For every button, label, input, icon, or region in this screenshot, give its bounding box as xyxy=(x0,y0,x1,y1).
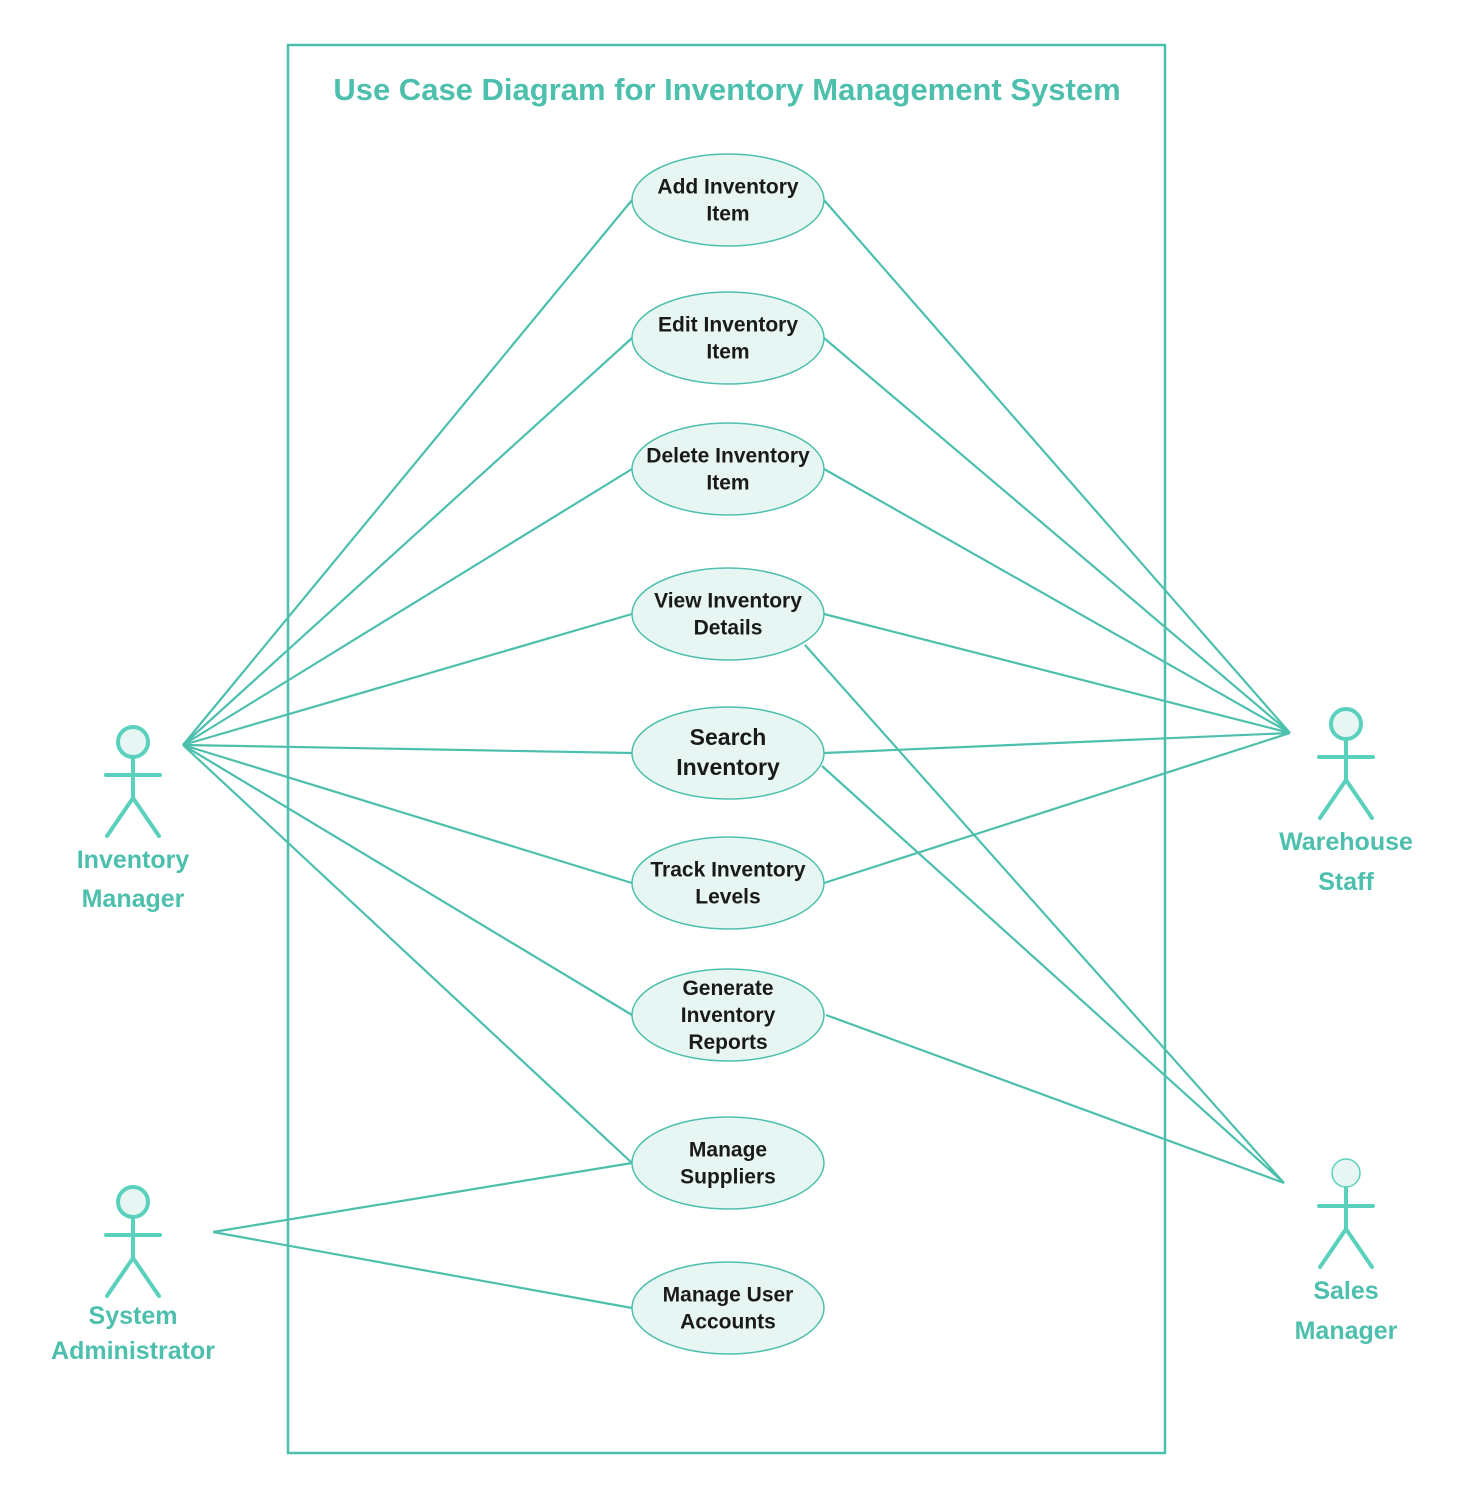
actor-label: Manager xyxy=(82,885,185,913)
use-case-label: Generate xyxy=(682,977,773,1000)
stick-figure-icon xyxy=(104,1185,162,1298)
use-case-label: Inventory xyxy=(681,1004,776,1027)
actor-label: Inventory xyxy=(77,846,190,874)
use-case-ellipse xyxy=(631,706,825,800)
use-case-ellipse xyxy=(631,153,825,247)
actor-label: Sales xyxy=(1313,1277,1378,1305)
association-lines xyxy=(182,199,1291,1310)
association-sa-users xyxy=(212,1230,633,1310)
stick-figure-icon xyxy=(104,725,162,838)
system-boundary xyxy=(286,43,1167,1455)
use-case-ellipse xyxy=(631,1261,825,1355)
use-case-label: Details xyxy=(694,617,763,640)
association-ws-add xyxy=(823,199,1291,734)
use-case-label: Add Inventory xyxy=(657,176,798,199)
use-case-ellipse xyxy=(631,422,825,516)
use-case-label: Search xyxy=(690,724,767,750)
use-case-label: Item xyxy=(706,341,749,364)
actors: InventoryManagerSystemAdministratorWareh… xyxy=(51,707,1413,1365)
association-sm-view xyxy=(804,644,1285,1184)
actor-label: Manager xyxy=(1295,1317,1398,1345)
use-case-label: Suppliers xyxy=(680,1166,776,1189)
use-case-ellipse xyxy=(631,1116,825,1210)
association-im-suppliers xyxy=(182,744,633,1164)
use-case-ellipse xyxy=(631,968,825,1062)
actor-label: Staff xyxy=(1318,868,1374,896)
use-case-label: Delete Inventory xyxy=(646,445,810,468)
use-case-label: Item xyxy=(706,203,749,226)
association-sm-reports xyxy=(825,1013,1285,1185)
actor-label: System xyxy=(89,1302,178,1330)
use-case-label: Manage User xyxy=(663,1284,794,1307)
actor-label: Warehouse xyxy=(1279,828,1413,856)
stick-figure-icon xyxy=(1317,1158,1375,1269)
association-im-edit xyxy=(182,337,633,746)
use-case-label: Inventory xyxy=(676,754,780,780)
association-im-delete xyxy=(182,468,633,746)
use-case-label: Track Inventory xyxy=(650,859,806,882)
use-case-ellipse xyxy=(631,836,825,930)
stick-figure-icon xyxy=(1317,707,1375,820)
association-ws-delete xyxy=(823,468,1291,734)
association-im-search xyxy=(182,743,633,755)
diagram-title: Use Case Diagram for Inventory Managemen… xyxy=(333,72,1120,107)
use-case-label: Accounts xyxy=(680,1311,776,1334)
association-im-reports xyxy=(182,744,633,1016)
association-im-add xyxy=(182,199,633,746)
use-case-label: View Inventory xyxy=(654,590,802,613)
association-ws-edit xyxy=(823,337,1291,734)
use-case-ellipse xyxy=(631,291,825,385)
use-case-label: Reports xyxy=(688,1031,767,1054)
actor-label: Administrator xyxy=(51,1337,215,1365)
association-sm-search xyxy=(821,765,1285,1184)
association-ws-track xyxy=(823,731,1291,885)
association-sa-suppliers xyxy=(212,1161,633,1234)
association-im-track xyxy=(182,743,633,885)
association-ws-view xyxy=(823,612,1291,735)
use-case-ellipse xyxy=(631,567,825,661)
use-case-label: Edit Inventory xyxy=(658,314,798,337)
use-case-label: Item xyxy=(706,472,749,495)
use-case-label: Levels xyxy=(695,886,760,909)
association-ws-search xyxy=(823,731,1291,755)
association-im-view xyxy=(182,612,633,747)
use-case-label: Manage xyxy=(689,1139,767,1162)
